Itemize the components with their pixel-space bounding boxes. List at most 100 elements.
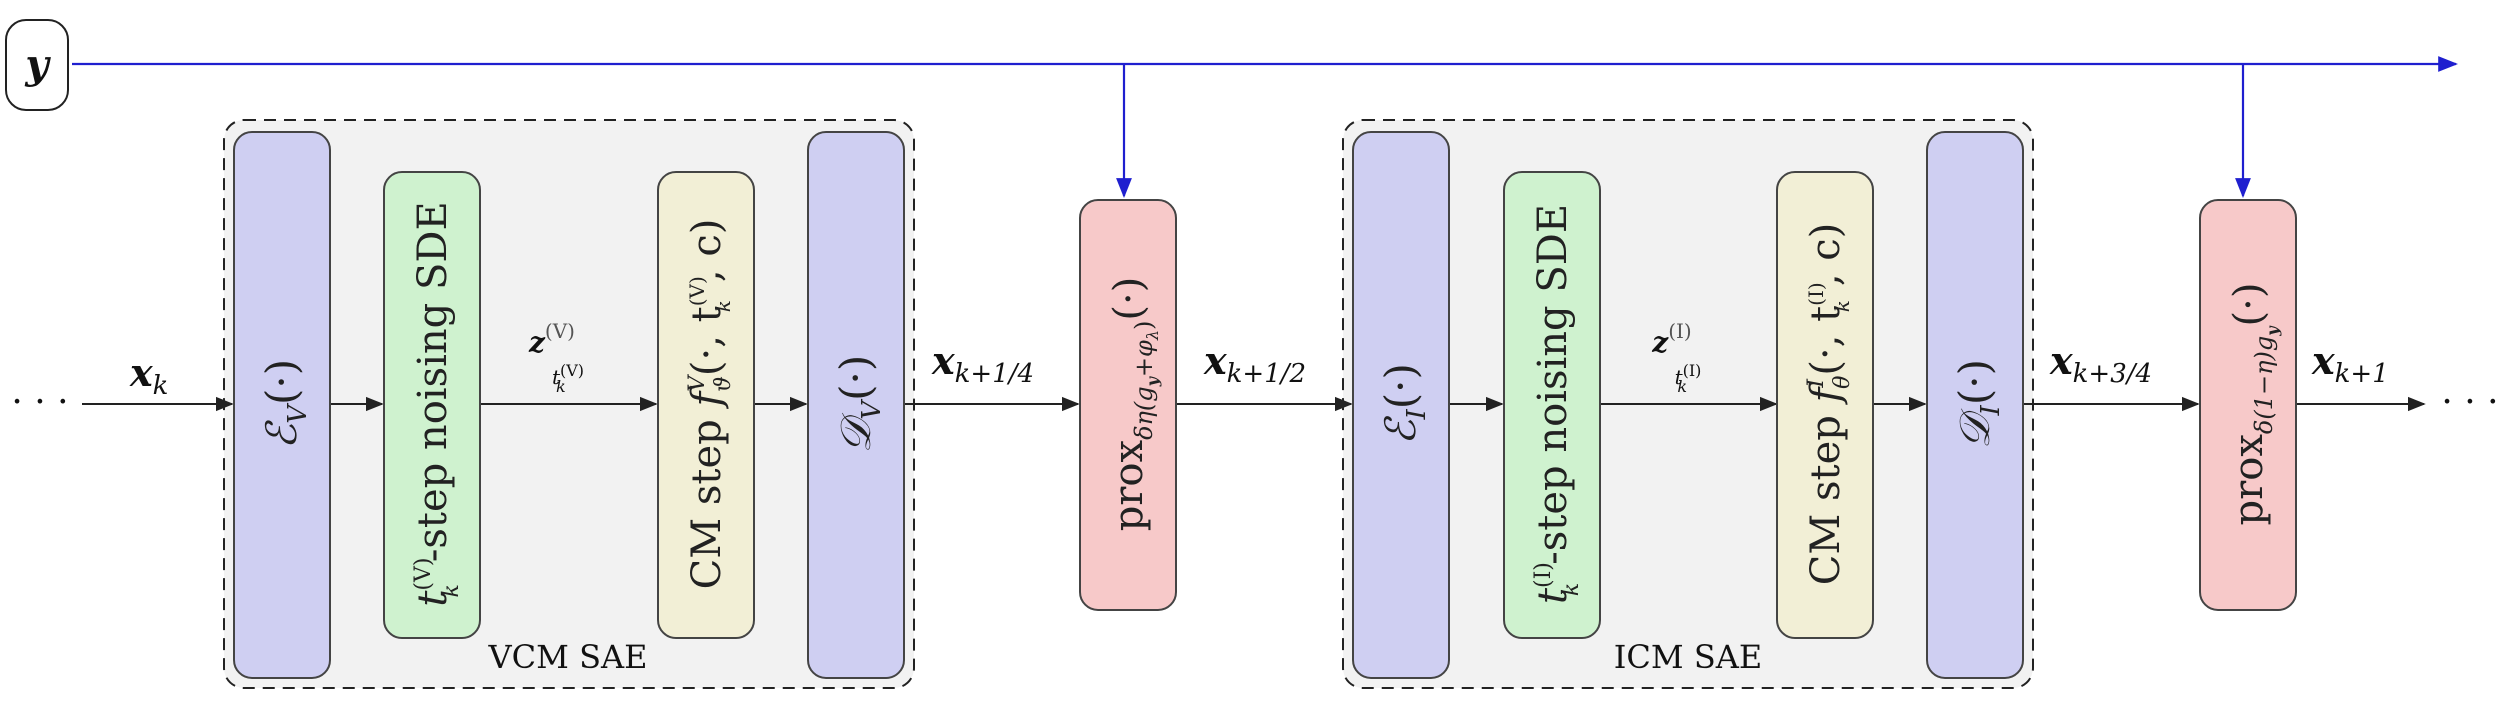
svg-text:CM step fIθ(·, t(I)k, c): CM step fIθ(·, t(I)k, c) bbox=[1803, 223, 1855, 586]
icm-encoder-node: ℰI(·) bbox=[1352, 131, 1450, 679]
edge-label-x14: xk+1/4 bbox=[931, 338, 1034, 389]
prox1-sub: δη(g bbox=[1130, 386, 1158, 440]
icm-latent-label: z(I) t(I)k bbox=[1651, 319, 1701, 396]
x14-x: x bbox=[931, 338, 956, 383]
prox1-sub-close: ) bbox=[1130, 321, 1158, 330]
vcm-noising-rest: -step noising SDE bbox=[410, 201, 456, 562]
svg-text:xk+1: xk+1 bbox=[2311, 338, 2389, 389]
icm-latent-subsup: (I) bbox=[1683, 361, 1702, 380]
x1-sub: k+1 bbox=[2335, 359, 2389, 389]
icm-noising-sup: (I) bbox=[1531, 562, 1556, 588]
icm-cm-f-sub: θ bbox=[1830, 376, 1855, 389]
prox1-sub-rest: +φ bbox=[1130, 340, 1158, 377]
prox2-sub-y: y bbox=[2263, 325, 2282, 337]
icm-cm-step-node: CM step fIθ(·, t(I)k, c) bbox=[1776, 171, 1874, 639]
svg-text:ℰI(·): ℰI(·) bbox=[1376, 363, 1432, 445]
prox1-sub-lambda: λ bbox=[1143, 330, 1162, 341]
icm-noising-rest: -step noising SDE bbox=[1530, 204, 1576, 565]
icm-encoder-symbol: ℰ bbox=[1376, 415, 1425, 445]
xk-sub: k bbox=[153, 371, 169, 401]
icm-cm-args-sub: k bbox=[1830, 300, 1854, 312]
vcm-latent-subsup: (V) bbox=[560, 361, 584, 380]
svg-text:z(I): z(I) bbox=[1651, 319, 1691, 359]
y-signal-lines bbox=[72, 56, 2458, 198]
icm-latent-z: z bbox=[1651, 326, 1669, 359]
prox2-main: prox bbox=[2226, 434, 2272, 526]
x34-x: x bbox=[2049, 338, 2074, 383]
icm-encoder-arg: (·) bbox=[1376, 363, 1425, 409]
vcm-latent-t: t bbox=[552, 365, 561, 389]
vcm-cm-step-node: CM step fVϑ(·, t(V)k, c) bbox=[657, 171, 755, 639]
vcm-cm-args-sup: (V) bbox=[685, 276, 709, 306]
vcm-latent-subsub: k bbox=[556, 377, 566, 396]
dots-right: · · · bbox=[2441, 382, 2498, 423]
vcm-title: VCM SAE bbox=[488, 638, 648, 676]
icm-latent-subsub: k bbox=[1677, 377, 1687, 396]
icm-latent-t: t bbox=[1675, 365, 1684, 389]
prox2-sub: δ(1−η)g bbox=[2250, 336, 2278, 434]
prox1-node: proxδη(gy+φλ)(·) bbox=[1079, 199, 1177, 611]
svg-text:xk+1/2: xk+1/2 bbox=[1203, 338, 1306, 389]
vcm-encoder-node: ℰV(·) bbox=[233, 131, 331, 679]
icm-decoder-arg: (·) bbox=[1950, 359, 1999, 405]
x1-x: x bbox=[2311, 338, 2336, 383]
vcm-encoder-symbol: ℰ bbox=[257, 419, 306, 449]
prox1-arg: (·) bbox=[1106, 277, 1152, 321]
icm-cm-f-sup: I bbox=[1804, 378, 1829, 389]
svg-text:t(I)k: t(I)k bbox=[1675, 361, 1702, 396]
x14-sub: k+1/4 bbox=[955, 359, 1034, 389]
svg-text:ℰV(·): ℰV(·) bbox=[257, 359, 313, 449]
svg-text:t(V)k-step noising SDE: t(V)k-step noising SDE bbox=[410, 201, 464, 606]
xk-x: x bbox=[129, 350, 154, 395]
vcm-decoder-node: 𝒟V(·) bbox=[807, 131, 905, 679]
svg-text:proxδη(gy+φλ)(·): proxδη(gy+φλ)(·) bbox=[1106, 277, 1162, 532]
vcm-cm-args-b: , c) bbox=[684, 219, 730, 282]
edge-label-x12: xk+1/2 bbox=[1203, 338, 1306, 389]
svg-text:z(V): z(V) bbox=[528, 319, 575, 359]
prox2-node: proxδ(1−η)gy(·) bbox=[2199, 199, 2297, 611]
vcm-latent-sup: (V) bbox=[545, 319, 575, 343]
svg-text:proxδ(1−η)gy(·): proxδ(1−η)gy(·) bbox=[2226, 283, 2282, 526]
vcm-cm-args-sub: k bbox=[711, 300, 735, 312]
x12-x: x bbox=[1203, 338, 1228, 383]
svg-text:𝒟I(·): 𝒟I(·) bbox=[1950, 359, 2006, 449]
vcm-cm-f-sup: V bbox=[685, 374, 710, 392]
vcm-cm-args-a: (·, t bbox=[684, 306, 730, 376]
svg-text:xk+1/4: xk+1/4 bbox=[931, 338, 1034, 389]
icm-noising-sub: k bbox=[1559, 583, 1584, 596]
svg-text:t(I)k-step noising SDE: t(I)k -step noising SDE bbox=[1530, 204, 1584, 604]
vcm-noising-node: t(V)k-step noising SDE bbox=[383, 171, 481, 639]
icm-cm-args-b: , c) bbox=[1803, 223, 1849, 286]
edge-label-x34: xk+3/4 bbox=[2049, 338, 2152, 389]
vcm-noising-sup: (V) bbox=[411, 558, 436, 591]
vcm-decoder-sub: V bbox=[857, 399, 887, 420]
icm-cm-args-sup: (I) bbox=[1804, 282, 1828, 306]
icm-cm-label: CM step bbox=[1803, 402, 1849, 585]
icm-decoder-sub: I bbox=[1976, 404, 2006, 416]
icm-noising-node: t(I)k -step noising SDE bbox=[1503, 171, 1601, 639]
vcm-cm-f-sub: ϑ bbox=[711, 376, 736, 392]
vcm-encoder-sub: V bbox=[283, 403, 313, 424]
y-input-node: y bbox=[5, 19, 69, 111]
icm-title: ICM SAE bbox=[1614, 638, 1762, 676]
x34-sub: k+3/4 bbox=[2073, 359, 2152, 389]
icm-latent-sup: (I) bbox=[1668, 319, 1692, 343]
icm-noising-t: t bbox=[1530, 587, 1576, 604]
edge-label-xk: xk bbox=[129, 350, 168, 401]
vcm-decoder-arg: (·) bbox=[831, 355, 880, 401]
vcm-latent-z: z bbox=[528, 326, 546, 359]
icm-encoder-sub: I bbox=[1402, 408, 1432, 420]
vcm-cm-label: CM step bbox=[684, 407, 730, 590]
icm-cm-args-a: (·, t bbox=[1803, 306, 1849, 376]
edge-label-x1: xk+1 bbox=[2311, 338, 2389, 389]
vcm-noising-sub: k bbox=[439, 584, 464, 597]
svg-text:xk: xk bbox=[129, 350, 168, 401]
icm-decoder-node: 𝒟I(·) bbox=[1926, 131, 2024, 679]
prox1-sub-y: y bbox=[1143, 375, 1162, 387]
svg-text:t(V)k: t(V)k bbox=[552, 361, 584, 396]
x12-sub: k+1/2 bbox=[1227, 359, 1306, 389]
dots-left: · · · bbox=[11, 382, 68, 423]
svg-text:CM step fVϑ(·, t(V)k, c): CM step fVϑ(·, t(V)k, c) bbox=[684, 219, 736, 590]
y-label: y bbox=[24, 41, 51, 88]
